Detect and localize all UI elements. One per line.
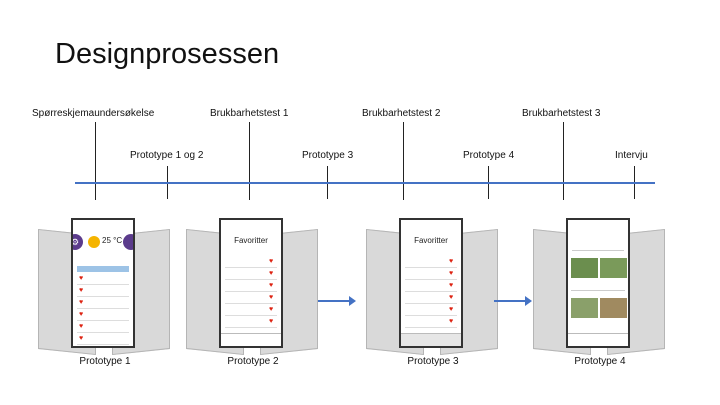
heart-icon: ♥ (79, 335, 84, 342)
heart-icon: ♥ (449, 258, 454, 265)
heart-icon: ♥ (449, 294, 454, 301)
prototype-label: Prototype 4 (574, 356, 626, 367)
heart-icon: ♥ (269, 318, 274, 325)
heart-icon: ♥ (449, 270, 454, 277)
heart-icon: ♥ (269, 270, 274, 277)
prototype-4-screen (566, 218, 630, 348)
prototype-2-screen: Favoritter ♥ ♥ ♥ ♥ ♥ ♥ (219, 218, 283, 348)
bottom-bar (221, 333, 281, 346)
location-icon (123, 234, 133, 250)
temperature: 25 °C (102, 236, 123, 245)
timeline-axis (75, 182, 655, 184)
heart-icon: ♥ (269, 258, 274, 265)
timeline-tick (403, 122, 404, 200)
page-title: Designprosessen (55, 38, 280, 70)
gear-icon: ⚙ (73, 234, 83, 250)
prototype-stack: Favoritter ♥ ♥ ♥ ♥ ♥ ♥ (186, 212, 318, 362)
heart-icon: ♥ (449, 282, 454, 289)
prototype-stack: Favoritter ♥ ♥ ♥ ♥ ♥ ♥ (366, 212, 498, 362)
milestone-label: Prototype 3 (302, 150, 354, 161)
favorites-heading: Favoritter (414, 236, 448, 245)
photo (600, 258, 627, 278)
milestone-label: Prototype 4 (463, 150, 515, 161)
heart-icon: ♥ (269, 282, 274, 289)
prototype-stack: ⚙ 25 °C ♥ ♥ ♥ ♥ ♥ ♥ (38, 212, 170, 362)
heart-icon: ♥ (449, 306, 454, 313)
heart-icon: ♥ (79, 299, 84, 306)
photo (571, 258, 598, 278)
prototype-label: Prototype 3 (407, 356, 459, 367)
heart-icon: ♥ (79, 323, 84, 330)
photo (600, 298, 627, 318)
prototype-1-screen: ⚙ 25 °C ♥ ♥ ♥ ♥ ♥ ♥ (71, 218, 135, 348)
arrow (494, 296, 532, 306)
milestone-label: Intervju (615, 150, 648, 161)
heart-icon: ♥ (79, 275, 84, 282)
timeline-tick (563, 122, 564, 200)
heart-icon: ♥ (269, 294, 274, 301)
milestone-label: Brukbarhetstest 1 (210, 108, 289, 119)
timeline-tick (95, 122, 96, 200)
milestone-label: Prototype 1 og 2 (130, 150, 204, 161)
heart-icon: ♥ (79, 311, 84, 318)
heart-icon: ♥ (449, 318, 454, 325)
milestone-label: Spørreskjemaundersøkelse (32, 108, 155, 119)
sun-icon (88, 236, 100, 248)
milestone-label: Brukbarhetstest 2 (362, 108, 441, 119)
milestone-label: Brukbarhetstest 3 (522, 108, 601, 119)
prototype-stack (533, 212, 665, 362)
bottom-bar (401, 333, 461, 346)
prototype-label: Prototype 1 (79, 356, 131, 367)
heart-icon: ♥ (79, 287, 84, 294)
photo (571, 298, 598, 318)
prototype-3-screen: Favoritter ♥ ♥ ♥ ♥ ♥ ♥ (399, 218, 463, 348)
heart-icon: ♥ (269, 306, 274, 313)
favorites-heading: Favoritter (234, 236, 268, 245)
bottom-bar (568, 333, 628, 346)
timeline-tick (249, 122, 250, 200)
prototype-label: Prototype 2 (227, 356, 279, 367)
arrow (318, 296, 356, 306)
